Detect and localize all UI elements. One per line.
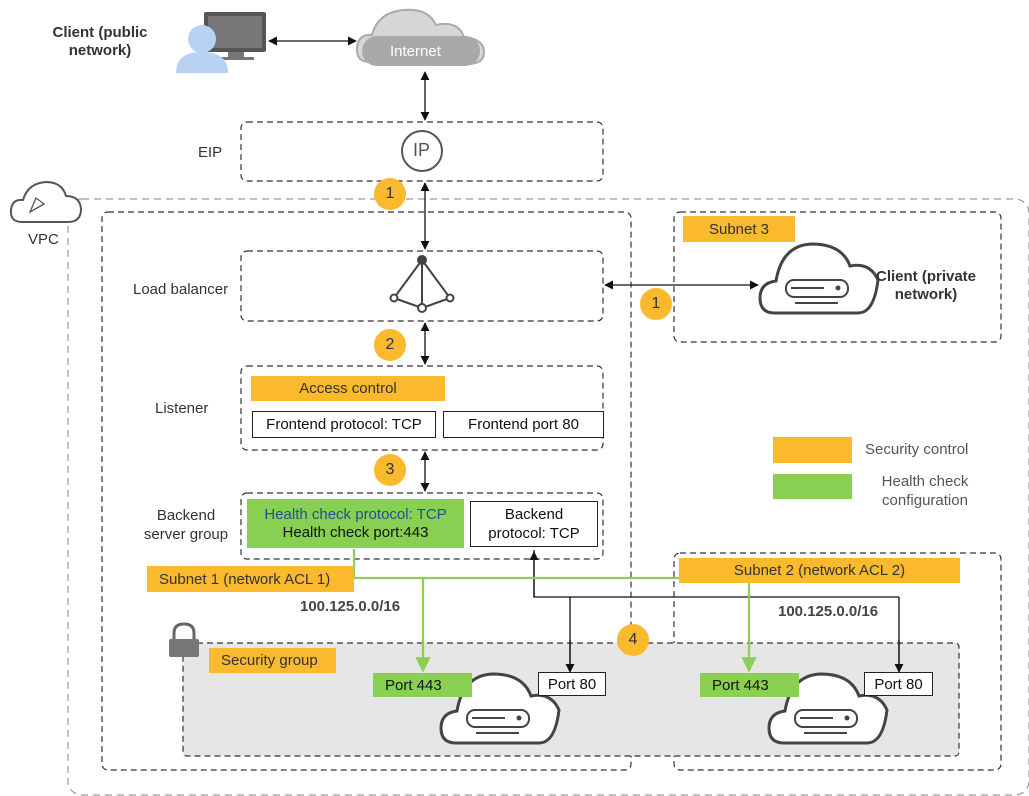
step-badge-1-private: 1 bbox=[640, 288, 672, 320]
frontend-port-box: Frontend port 80 bbox=[443, 411, 604, 438]
lock-icon bbox=[169, 622, 199, 657]
port80-a-box: Port 80 bbox=[538, 672, 606, 696]
health-check-box: Health check protocol: TCP Health check … bbox=[247, 499, 464, 548]
access-control-tag: Access control bbox=[251, 376, 445, 401]
security-group-container bbox=[182, 642, 960, 757]
port80-b-box: Port 80 bbox=[864, 672, 933, 696]
health-check-port: Health check port:443 bbox=[282, 523, 429, 541]
ip-icon-text: IP bbox=[413, 140, 431, 160]
legend-health-label: Health check configuration bbox=[881, 473, 969, 509]
subnet1-tag: Subnet 1 (network ACL 1) bbox=[147, 566, 354, 592]
backend-protocol-box: Backend protocol: TCP bbox=[470, 501, 598, 547]
backend-group-label: Backend server group bbox=[143, 507, 229, 543]
ip-range-1: 100.125.0.0/16 bbox=[300, 598, 401, 615]
legend-security-label: Security control bbox=[865, 441, 969, 458]
person-icon bbox=[176, 25, 228, 73]
step-badge-4: 4 bbox=[617, 624, 649, 656]
eip-box bbox=[240, 121, 604, 182]
subnet1-container bbox=[101, 211, 632, 771]
desktop-monitor-icon bbox=[204, 12, 266, 60]
client-public-label: Client (public network) bbox=[52, 24, 148, 59]
ip-range-2: 100.125.0.0/16 bbox=[778, 603, 879, 620]
internet-label: Internet bbox=[390, 43, 441, 60]
subnet2-tag: Subnet 2 (network ACL 2) bbox=[679, 558, 960, 583]
security-group-tag: Security group bbox=[209, 648, 336, 673]
server-cloud-icon bbox=[758, 242, 880, 315]
vpc-label: VPC bbox=[28, 231, 59, 248]
health-check-protocol: Health check protocol: TCP bbox=[264, 505, 447, 523]
load-balancer-label: Load balancer bbox=[133, 281, 229, 298]
frontend-protocol-box: Frontend protocol: TCP bbox=[252, 411, 436, 438]
listener-label: Listener bbox=[155, 400, 209, 417]
client-private-label: Client (private network) bbox=[875, 268, 977, 303]
vpc-cloud-icon bbox=[9, 180, 83, 223]
internet-cloud-icon bbox=[355, 8, 486, 66]
subnet3-container bbox=[673, 211, 1002, 343]
legend-health-swatch bbox=[773, 474, 852, 499]
step-badge-2: 2 bbox=[374, 329, 406, 361]
load-balancer-icon bbox=[389, 255, 455, 313]
eip-label: EIP bbox=[198, 144, 223, 161]
step-badge-3: 3 bbox=[374, 454, 406, 486]
legend-security-swatch bbox=[773, 437, 852, 463]
subnet3-tag: Subnet 3 bbox=[683, 216, 795, 242]
port443-b-box: Port 443 bbox=[700, 673, 799, 697]
port443-a-box: Port 443 bbox=[373, 673, 472, 697]
step-badge-1: 1 bbox=[374, 178, 406, 210]
ip-icon bbox=[401, 130, 443, 172]
